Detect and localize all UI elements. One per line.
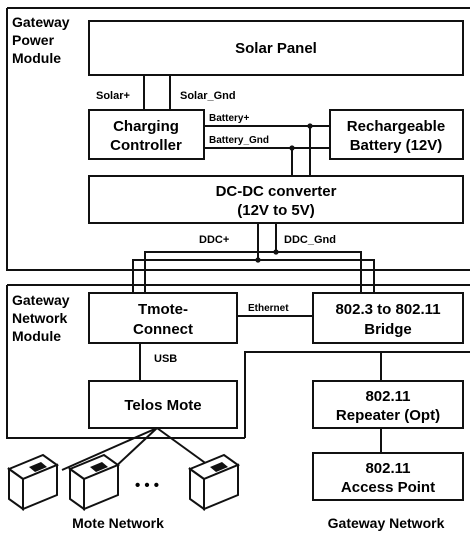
access-point-label: 802.11 (365, 460, 410, 477)
ellipsis-dots: • • • (135, 477, 159, 494)
network-module-label: Network (12, 310, 67, 326)
battery-label: Battery (12V) (350, 137, 443, 154)
network-module-label: Module (12, 328, 61, 344)
usb-label: USB (154, 353, 177, 365)
power-module-label: Module (12, 50, 61, 66)
telos-mote-label: Telos Mote (124, 397, 201, 414)
mote-device-icon (9, 455, 57, 509)
bridge-label: Bridge (364, 321, 412, 338)
solar-gnd-label: Solar_Gnd (180, 90, 236, 102)
bridge-label: 802.3 to 802.11 (335, 301, 440, 318)
dcdc-converter-label: (12V to 5V) (237, 202, 315, 219)
power-module-label: Power (12, 32, 55, 48)
mote-device-icon (190, 455, 238, 509)
ddc-gnd-label: DDC_Gnd (284, 234, 336, 246)
charging-controller-label: Controller (110, 137, 182, 154)
solar-panel-label: Solar Panel (235, 40, 317, 57)
battery-label: Rechargeable (347, 118, 445, 135)
power-module-label: Gateway (12, 14, 70, 30)
access-point-label: Access Point (341, 479, 435, 496)
battery-gnd-label: Battery_Gnd (209, 135, 269, 146)
repeater-label: 802.11 (365, 388, 410, 405)
ddc-plus-label: DDC+ (199, 234, 229, 246)
battery-plus-label: Battery+ (209, 113, 249, 124)
network-module-label: Gateway (12, 292, 70, 308)
ethernet-label: Ethernet (248, 303, 289, 314)
gateway-network-caption: Gateway Network (328, 515, 445, 531)
tmote-connect-label: Connect (133, 321, 193, 338)
solar-plus-label: Solar+ (96, 90, 130, 102)
charging-controller-label: Charging (113, 118, 179, 135)
tmote-connect-label: Tmote- (138, 301, 188, 318)
repeater-label: Repeater (Opt) (336, 407, 440, 424)
mote-network-caption: Mote Network (72, 515, 164, 531)
dcdc-converter-label: DC-DC converter (216, 183, 337, 200)
